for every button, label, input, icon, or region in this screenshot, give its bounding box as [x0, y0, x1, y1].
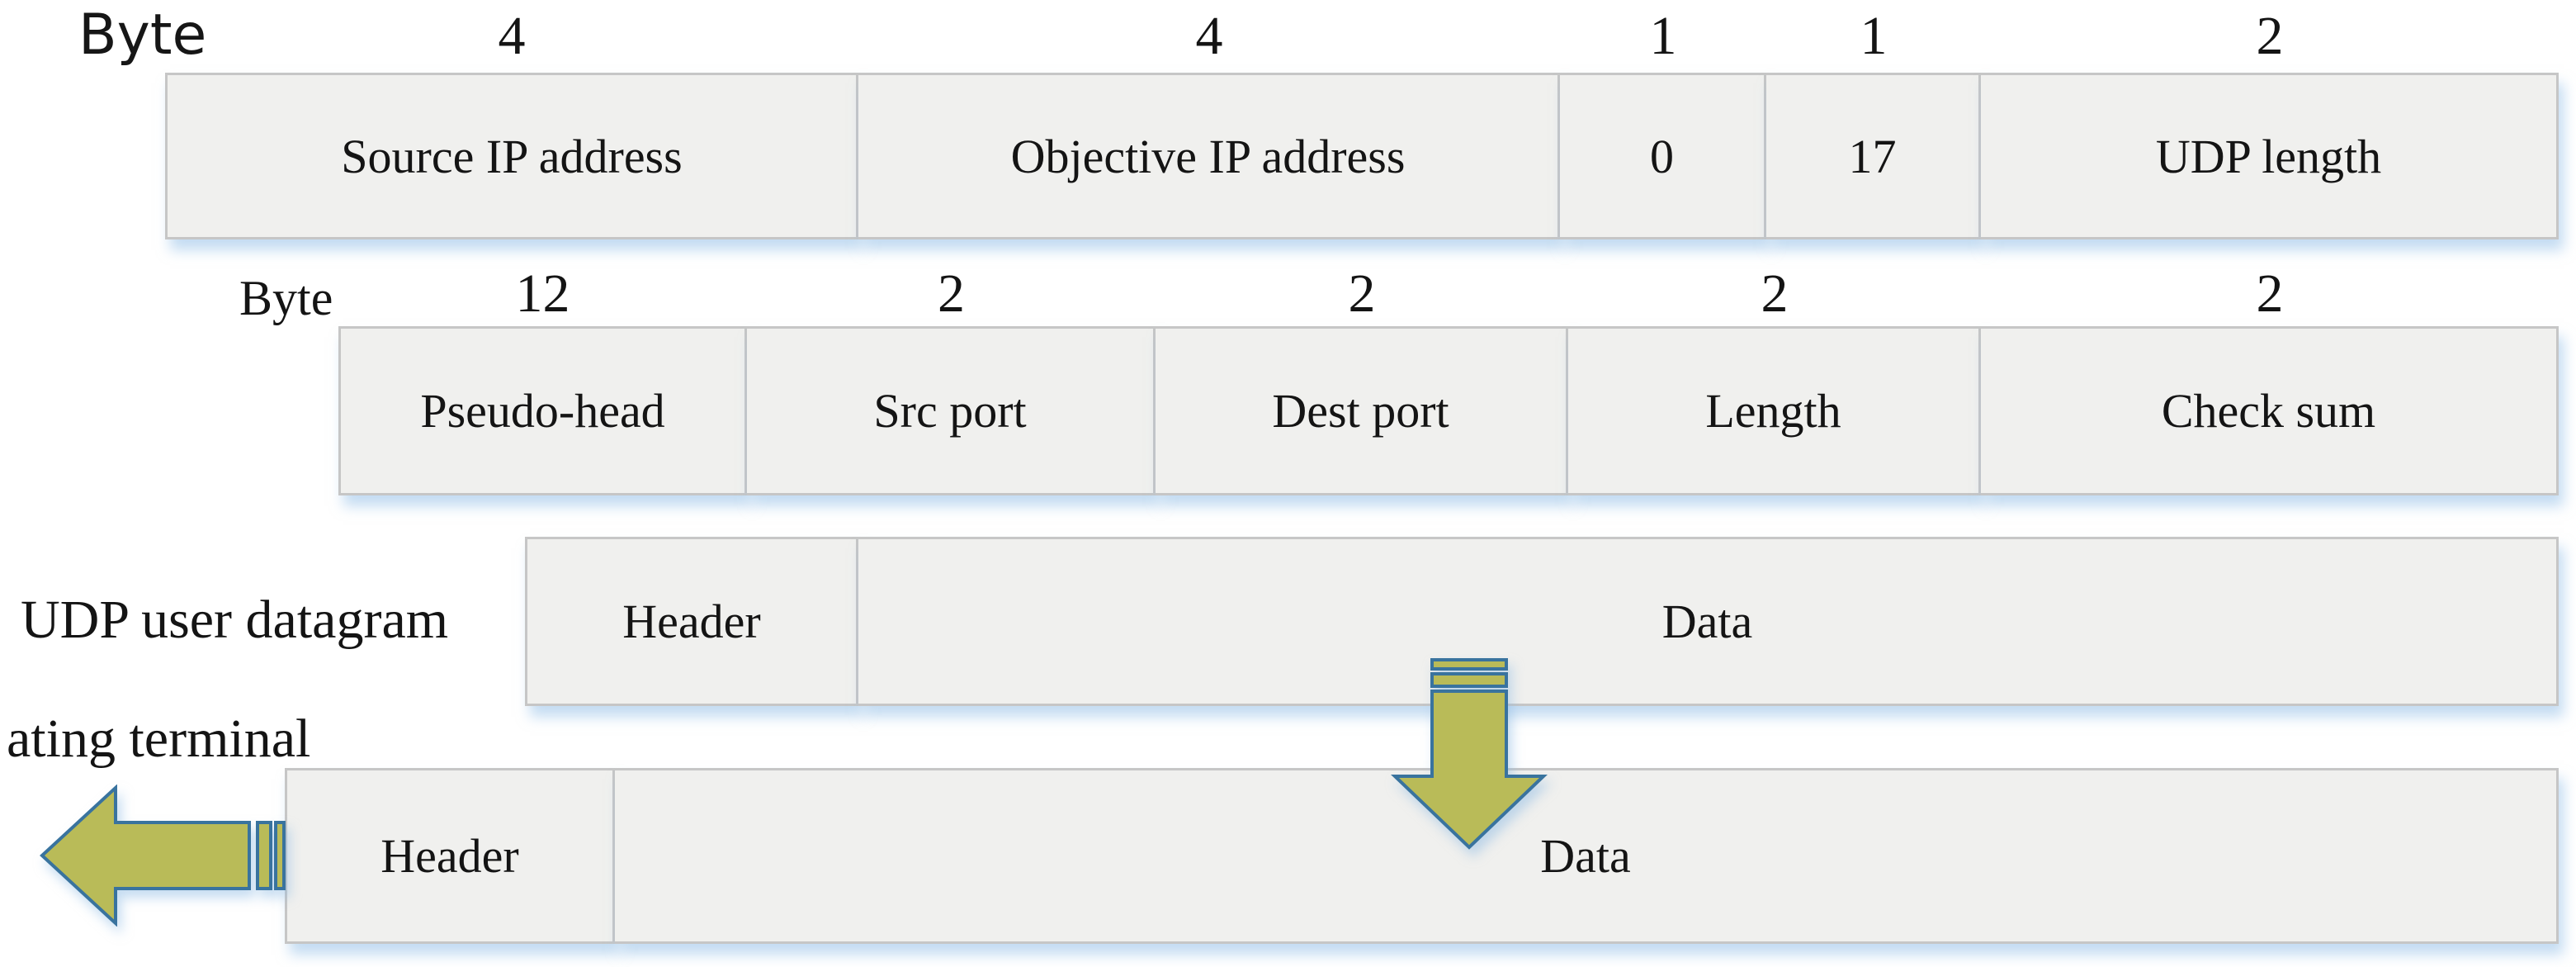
- row1-box-udp-length: UDP length: [1981, 73, 2559, 239]
- row2-box-pseudo-head: Pseudo-head: [338, 326, 747, 495]
- row1-size-source-ip: 4: [498, 6, 526, 66]
- terminal-label: ating terminal: [7, 709, 311, 769]
- row2-box-src-port: Src port: [747, 326, 1156, 495]
- row1-size-udp-length: 2: [2256, 6, 2284, 66]
- row1-box-objective-ip: Objective IP address: [858, 73, 1560, 239]
- striped-left-arrow-icon: [40, 785, 286, 927]
- row2-size-pseudo-head: 12: [515, 263, 570, 324]
- striped-down-arrow-icon: [1391, 658, 1548, 850]
- row2-box-check-sum: Check sum: [1981, 326, 2559, 495]
- terminal-row-box-data: Data: [615, 768, 2559, 944]
- row2-byte-label: Byte: [239, 271, 333, 325]
- row2-size-src-port: 2: [938, 263, 965, 324]
- row2-size-check-sum: 2: [2256, 263, 2284, 324]
- udp-user-datagram-label: UDP user datagram: [21, 590, 449, 650]
- row2-size-length: 2: [1761, 263, 1789, 324]
- row1-size-zero: 1: [1649, 6, 1677, 66]
- row1-box-17: 17: [1766, 73, 1981, 239]
- udp-row-box-header: Header: [525, 537, 858, 706]
- row2-size-dest-port: 2: [1348, 263, 1376, 324]
- row2-box-dest-port: Dest port: [1156, 326, 1568, 495]
- row1-size-objective-ip: 4: [1195, 6, 1223, 66]
- udp-row-box-data: Data: [858, 537, 2559, 706]
- terminal-row-box-header: Header: [285, 768, 615, 944]
- row2-box-length: Length: [1568, 326, 1981, 495]
- row1-byte-label: Byte: [78, 2, 207, 68]
- row1-box-zero: 0: [1560, 73, 1766, 239]
- row1-size-17: 1: [1860, 6, 1888, 66]
- row1-box-source-ip: Source IP address: [165, 73, 858, 239]
